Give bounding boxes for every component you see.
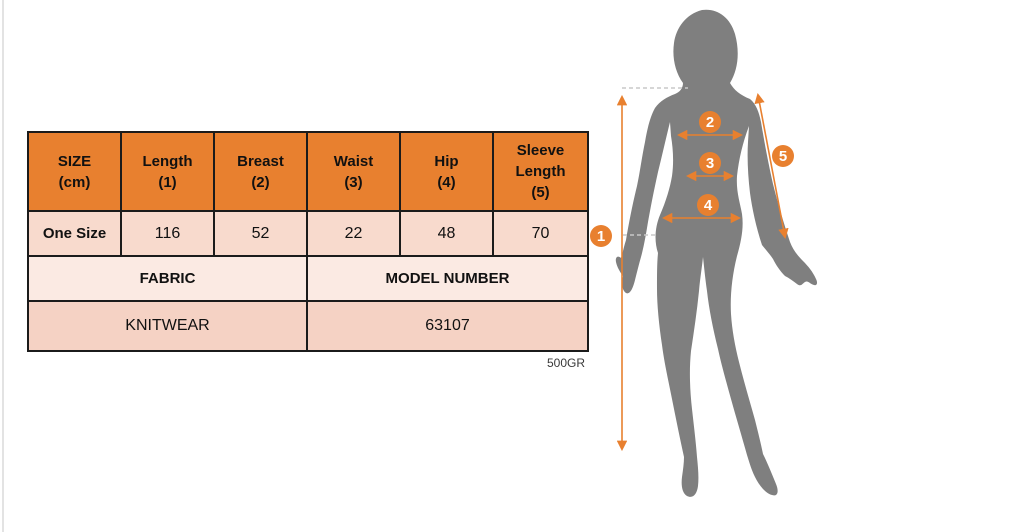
fabric-value-cell: KNITWEAR: [29, 302, 308, 350]
marker-number-5: 5: [779, 148, 787, 165]
marker-number-4: 4: [704, 197, 713, 214]
measurement-marker-5: 5: [772, 145, 794, 167]
marker-number-1: 1: [597, 228, 605, 245]
marker-number-3: 3: [706, 155, 714, 172]
sleeve-length-value: 70: [494, 212, 587, 257]
column-header-hip: Hip (4): [401, 133, 494, 212]
left-edge-divider: [2, 0, 4, 532]
measurement-marker-1: 1: [590, 225, 612, 247]
table-value-row: KNITWEAR 63107: [29, 302, 587, 350]
marker-number-2: 2: [706, 114, 714, 131]
size-row-label: One Size: [29, 212, 122, 257]
body-silhouette: [615, 9, 818, 497]
measurement-marker-3: 3: [699, 152, 721, 174]
waist-value: 22: [308, 212, 401, 257]
model-number-value-cell: 63107: [308, 302, 587, 350]
column-header-breast: Breast (2): [215, 133, 308, 212]
length-value: 116: [122, 212, 215, 257]
column-header-size: SIZE (cm): [29, 133, 122, 212]
column-header-length: Length (1): [122, 133, 215, 212]
model-number-label-cell: MODEL NUMBER: [308, 257, 587, 302]
table-header-row: SIZE (cm) Length (1) Breast (2) Waist (3…: [29, 133, 587, 212]
table-label-row: FABRIC MODEL NUMBER: [29, 257, 587, 302]
measurement-marker-4: 4: [697, 194, 719, 216]
breast-value: 52: [215, 212, 308, 257]
measurement-marker-2: 2: [699, 111, 721, 133]
weight-note: 500GR: [546, 356, 585, 370]
measurement-arrow-sleeve-5: [754, 92, 789, 240]
size-chart-table: SIZE (cm) Length (1) Breast (2) Waist (3…: [27, 131, 589, 352]
fabric-label-cell: FABRIC: [29, 257, 308, 302]
table-data-row: One Size 116 52 22 48 70: [29, 212, 587, 257]
hip-value: 48: [401, 212, 494, 257]
column-header-waist: Waist (3): [308, 133, 401, 212]
column-header-sleeve-length: Sleeve Length (5): [494, 133, 587, 212]
body-measurement-figure: 1 2 3 4 5: [590, 9, 818, 497]
